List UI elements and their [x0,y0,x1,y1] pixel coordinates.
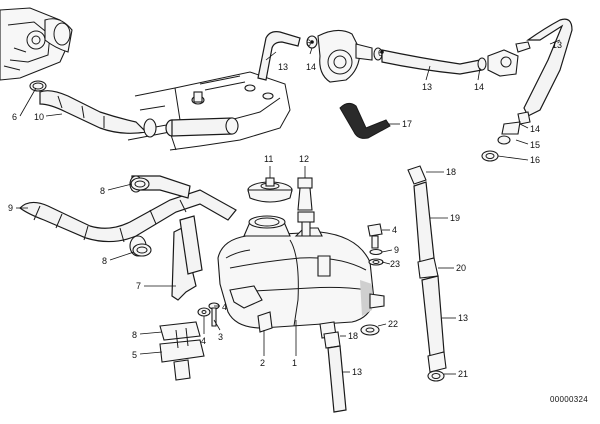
vent-hose-upper [257,18,573,162]
reference-code: 00000324 [550,395,588,404]
callout-13a: 13 [278,62,288,72]
callout-14a: 14 [306,62,316,72]
callout-23: 23 [390,259,400,269]
right-vent-hose [407,165,447,382]
callout-8c: 8 [132,330,137,340]
level-sensor [297,177,315,237]
callout-10: 10 [34,112,44,122]
mounting-bracket [159,321,205,381]
callout-4a: 4 [201,336,206,346]
callout-14c: 14 [530,124,540,134]
callout-11: 11 [264,154,273,164]
callout-3: 3 [218,332,223,342]
callout-13c: 13 [552,40,562,50]
callout-labels: 6 10 13 14 6 13 14 6 13 14 15 16 [8,38,562,379]
callout-18a: 18 [348,331,358,341]
callout-13d: 13 [352,367,362,377]
callout-13e: 13 [458,313,468,323]
retaining-strap-17 [339,102,391,139]
heater-hose-9 [19,175,237,301]
grommet-23 [368,258,384,266]
callout-18b: 18 [446,167,456,177]
callout-12: 12 [299,154,309,164]
engine-block [0,7,73,81]
callout-1: 1 [292,358,297,368]
callout-4b: 4 [222,302,227,312]
callout-5: 5 [132,350,137,360]
callout-9b: 9 [394,245,399,255]
callout-17: 17 [402,119,412,129]
bolt-4c [367,223,383,249]
hose-clamp-8a [130,177,150,191]
callout-7: 7 [136,281,141,291]
callout-13b: 13 [422,82,432,92]
callout-6c: 6 [378,48,383,58]
callout-20: 20 [456,263,466,273]
callout-16: 16 [530,155,540,165]
bolt-3 [208,302,220,327]
callout-8b: 8 [102,256,107,266]
callout-8a: 8 [100,186,105,196]
upper-radiator-hose [39,90,239,138]
callout-21: 21 [458,369,468,379]
expansion-tank-cap [247,177,293,203]
hose-clamp-6a [29,80,47,92]
washer-4a [197,307,211,317]
callout-9: 9 [8,203,13,213]
washer-9b [369,248,383,256]
hose-clamp-8b [132,243,152,257]
callout-15: 15 [530,140,540,150]
callout-4c: 4 [392,225,397,235]
expansion-tank [217,215,385,339]
callout-14b: 14 [474,82,484,92]
callout-6b: 6 [306,38,311,48]
callout-19: 19 [450,213,460,223]
callout-2: 2 [260,358,265,368]
callout-22: 22 [388,319,398,329]
cylinder-head [127,71,291,151]
drain-hose [323,324,380,413]
callout-6a: 6 [12,112,17,122]
